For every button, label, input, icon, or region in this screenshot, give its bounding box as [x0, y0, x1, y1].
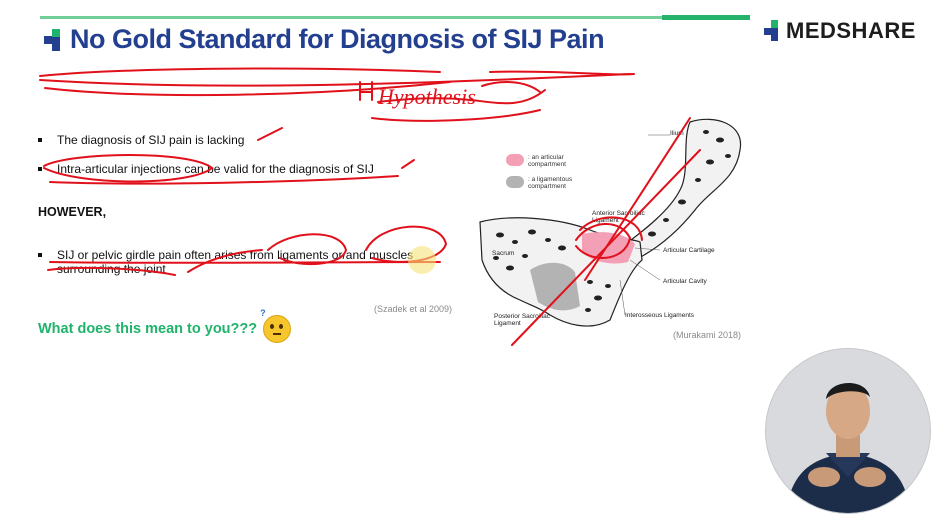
citation-murakami: (Murakami 2018) — [673, 330, 742, 340]
medshare-logo-text: MEDSHARE — [786, 18, 916, 43]
handwritten-hypothesis: Hypothesis — [377, 84, 476, 109]
medshare-logo-icon — [764, 20, 784, 42]
emoji-question-mark: ? — [260, 308, 266, 318]
citation-szadek: (Szadek et al 2009) — [374, 304, 453, 314]
label-articular-cartilage: Articular Cartilage — [663, 247, 715, 254]
thinking-emoji-icon: ? — [260, 308, 292, 343]
bullet-text-continued: surrounding the joint — [57, 262, 166, 276]
medshare-logo: MEDSHARE — [764, 18, 916, 44]
bullet-dot — [38, 253, 42, 257]
title-cross-icon — [44, 28, 66, 51]
bullet-text: SIJ or pelvic girdle pain often arises f… — [57, 248, 414, 262]
slide-title: No Gold Standard for Diagnosis of SIJ Pa… — [44, 24, 605, 55]
bullet-dot — [38, 138, 42, 142]
label-ilium: Ilium — [670, 130, 684, 137]
label-articular-cavity: Articular Cavity — [663, 278, 707, 285]
label-sacrum: Sacrum — [492, 250, 515, 257]
question-label: What does this mean to you??? — [38, 321, 258, 337]
bullet-text: The diagnosis of SIJ pain is lacking — [57, 133, 245, 147]
bullet-text: Intra-articular injections can be valid … — [57, 162, 374, 176]
title-accent-bar — [40, 16, 750, 19]
however-heading: HOWEVER, — [38, 205, 107, 219]
presenter-video — [765, 348, 931, 514]
question-text: What does this mean to you??? ? — [38, 308, 292, 343]
title-accent-bar-dark — [662, 15, 750, 20]
label-interosseous-ligaments: Interosseous Ligaments — [625, 312, 695, 319]
slide-title-text: No Gold Standard for Diagnosis of SIJ Pa… — [70, 24, 605, 54]
bullet-dot — [38, 167, 42, 171]
presenter-figure — [766, 349, 930, 513]
